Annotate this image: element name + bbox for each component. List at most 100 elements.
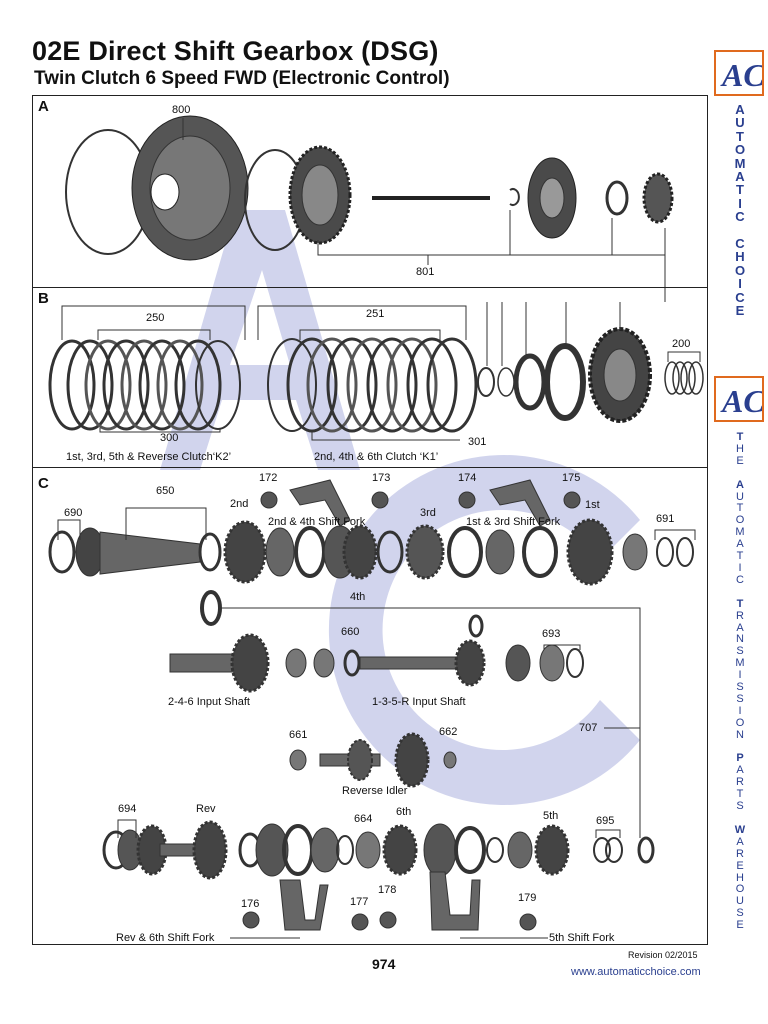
- page-subtitle: Twin Clutch 6 Speed FWD (Electronic Cont…: [34, 68, 450, 89]
- part-660-label: 660: [341, 626, 360, 638]
- part-251-label: 251: [366, 308, 385, 320]
- section-divider-bc: [32, 467, 708, 468]
- brand-letter: H: [736, 442, 744, 455]
- part-301-label: 301: [468, 436, 487, 448]
- brand-letter: I: [738, 276, 742, 292]
- part-177-label: 177: [350, 896, 369, 908]
- gear-1st-label: 1st: [585, 499, 600, 511]
- part-200-label: 200: [672, 338, 691, 350]
- brand-letter: S: [736, 907, 744, 920]
- brand-letter: U: [736, 490, 744, 503]
- shaft-246-label: 2-4-6 Input Shaft: [168, 696, 250, 708]
- section-c-parts: [48, 479, 696, 939]
- shaft-135r-label: 1-3-5-R Input Shaft: [372, 696, 466, 708]
- brand-letter: I: [738, 561, 742, 574]
- section-b-parts: [48, 302, 704, 441]
- part-694-label: 694: [118, 803, 137, 815]
- fork-5th-label: 5th Shift Fork: [549, 932, 615, 944]
- brand-letter: P: [736, 752, 744, 765]
- brand-letter: R: [736, 776, 744, 789]
- section-divider-ab: [32, 287, 708, 288]
- brand-letter: S: [736, 681, 744, 694]
- brand-letter: R: [736, 609, 744, 622]
- logo-text-2: AC: [720, 383, 762, 419]
- part-173-label: 173: [372, 472, 391, 484]
- fork-24-label: 2nd & 4th Shift Fork: [268, 516, 366, 528]
- gear-4th-label: 4th: [350, 591, 366, 603]
- brand-letter: [733, 587, 747, 599]
- brand-letter: I: [738, 704, 742, 717]
- brand-letter: A: [735, 169, 745, 185]
- brand-letter: S: [736, 800, 744, 813]
- brand-letter: C: [735, 209, 745, 225]
- gear-rev-label: Rev: [196, 803, 216, 815]
- brand-letter: T: [736, 502, 744, 515]
- brand-letter: I: [738, 195, 742, 211]
- gear-6th-label: 6th: [396, 806, 412, 818]
- fork-13-label: 1st & 3rd Shift Fork: [466, 516, 561, 528]
- brand-letter: O: [734, 262, 746, 278]
- section-a-label: A: [38, 98, 49, 115]
- part-690-label: 690: [64, 507, 83, 519]
- part-179-label: 179: [518, 892, 537, 904]
- part-250-label: 250: [146, 312, 165, 324]
- brand-letter: E: [736, 919, 744, 932]
- brand-letter: A: [736, 764, 744, 777]
- brand-letter: M: [734, 155, 746, 171]
- brand-letter: M: [735, 526, 745, 539]
- brand-letter: E: [736, 859, 744, 872]
- brand-letter: N: [736, 728, 744, 741]
- part-176-label: 176: [241, 898, 260, 910]
- website-link[interactable]: www.automaticchoice.com: [571, 966, 701, 978]
- gear-3rd-label: 3rd: [420, 507, 436, 519]
- brand-letter: S: [736, 645, 744, 658]
- brand-letter: O: [735, 514, 745, 527]
- part-661-label: 661: [289, 729, 308, 741]
- brand-letter: C: [736, 573, 744, 586]
- brand-letter: M: [735, 657, 745, 670]
- section-c-label: C: [38, 475, 49, 492]
- gear-2nd-label: 2nd: [230, 498, 249, 510]
- part-707-label: 707: [579, 722, 598, 734]
- brand-letter: R: [736, 847, 744, 860]
- logo-text: AC: [720, 57, 762, 93]
- brand-letter: [733, 468, 747, 480]
- brand-letter: N: [736, 633, 744, 646]
- part-650-label: 650: [156, 485, 175, 497]
- clutch-k1-caption: 2nd, 4th & 6th Clutch ‘K1’: [314, 451, 439, 463]
- brand-letter: A: [736, 621, 744, 634]
- brand-letter: A: [736, 478, 744, 491]
- brand-letter: O: [735, 716, 745, 729]
- ac-logo-mark: AC: [720, 57, 762, 93]
- brand-letter: S: [736, 692, 744, 705]
- part-174-label: 174: [458, 472, 477, 484]
- brand-letter: H: [736, 871, 744, 884]
- ac-logo-top: AC: [714, 50, 764, 96]
- brand-letter: [733, 224, 747, 237]
- section-a-parts: [65, 115, 674, 302]
- brand-letter: U: [736, 895, 744, 908]
- brand-letter: A: [735, 102, 745, 117]
- part-691-label: 691: [656, 513, 675, 525]
- clutch-k2-caption: 1st, 3rd, 5th & Reverse Clutch‘K2’: [66, 451, 232, 463]
- section-b-label: B: [38, 290, 49, 307]
- brand-letter: C: [735, 289, 745, 305]
- brand-letter: A: [736, 538, 744, 551]
- brand-letter: T: [736, 550, 744, 563]
- part-695-label: 695: [596, 815, 615, 827]
- part-662-label: 662: [439, 726, 458, 738]
- part-175-label: 175: [562, 472, 581, 484]
- part-178-label: 178: [378, 884, 397, 896]
- part-693-label: 693: [542, 628, 561, 640]
- brand-letter: O: [734, 142, 746, 158]
- part-172-label: 172: [259, 472, 278, 484]
- brand-letter: W: [734, 823, 746, 836]
- part-664-label: 664: [354, 813, 373, 825]
- revision-date: Revision 02/2015: [628, 950, 698, 960]
- brand-letter: E: [735, 303, 745, 319]
- page-number: 974: [372, 956, 396, 972]
- brand-letter: T: [736, 182, 744, 198]
- brand-letter: C: [735, 236, 745, 252]
- brand-letter: U: [735, 115, 745, 131]
